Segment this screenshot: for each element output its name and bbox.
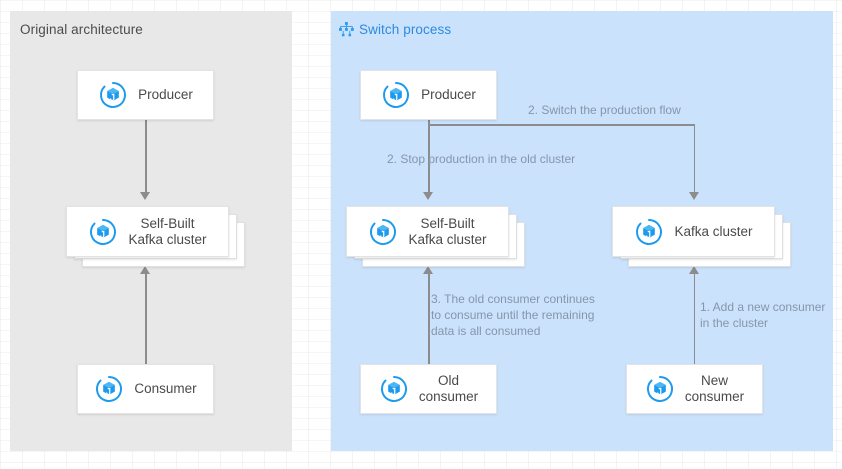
node-right-producer-label: Producer: [421, 87, 476, 102]
arrowhead-left-consumer-to-cluster: [140, 266, 150, 274]
kafka-node-icon: [379, 374, 409, 404]
arrowhead-switch-flow: [688, 192, 699, 200]
kafka-node-icon: [634, 217, 664, 247]
node-right-self-built-cluster[interactable]: Self-Built Kafka cluster: [346, 206, 509, 257]
node-left-producer[interactable]: Producer: [77, 70, 214, 120]
kafka-node-icon: [88, 217, 118, 247]
caption-add-new-consumer: 1. Add a new consumer in the cluster: [700, 300, 826, 330]
connector-right-producer-to-old-cluster: [428, 120, 430, 197]
arrowhead-left-producer-to-cluster: [140, 192, 150, 200]
connector-left-consumer-to-cluster: [145, 272, 147, 364]
node-old-consumer[interactable]: Old consumer: [360, 364, 497, 414]
kafka-node-icon: [94, 374, 124, 404]
node-left-self-built-cluster-label: Self-Built Kafka cluster: [128, 215, 207, 247]
connector-old-consumer-to-old-cluster: [428, 272, 430, 364]
connector-left-producer-to-cluster: [145, 120, 147, 197]
kafka-node-icon: [368, 217, 398, 247]
connector-switch-flow-vertical: [693, 124, 696, 197]
kafka-node-icon: [645, 374, 675, 404]
caption-old-consumer-continues: 3. The old consumer continues to consume…: [431, 292, 595, 338]
kafka-node-icon: [98, 80, 128, 110]
panel-original-architecture-title: Original architecture: [20, 22, 143, 37]
connector-new-consumer-to-kafka-cluster: [693, 272, 696, 364]
kafka-node-icon: [381, 80, 411, 110]
node-right-self-built-cluster-label: Self-Built Kafka cluster: [408, 215, 487, 247]
arrowhead-old-consumer-to-old-cluster: [423, 266, 433, 274]
connector-switch-flow-horizontal: [428, 124, 695, 126]
caption-switch-production-flow: 2. Switch the production flow: [528, 103, 681, 117]
node-left-consumer-label: Consumer: [134, 381, 197, 396]
node-kafka-cluster-label: Kafka cluster: [674, 223, 753, 239]
arrowhead-new-consumer-to-kafka-cluster: [688, 266, 699, 274]
panel-switch-process-title: Switch process: [359, 22, 452, 37]
node-left-self-built-cluster[interactable]: Self-Built Kafka cluster: [66, 206, 229, 257]
node-new-consumer[interactable]: New consumer: [626, 364, 763, 414]
arrowhead-right-producer-to-old-cluster: [423, 192, 433, 200]
node-left-consumer[interactable]: Consumer: [77, 364, 214, 414]
node-right-producer[interactable]: Producer: [360, 70, 497, 120]
node-old-consumer-label: Old consumer: [418, 373, 479, 404]
node-left-producer-label: Producer: [138, 87, 193, 102]
cluster-icon: [338, 21, 355, 38]
caption-stop-production: 2. Stop production in the old cluster: [387, 152, 576, 166]
node-new-consumer-label: New consumer: [684, 373, 745, 404]
node-kafka-cluster[interactable]: Kafka cluster: [612, 206, 775, 257]
